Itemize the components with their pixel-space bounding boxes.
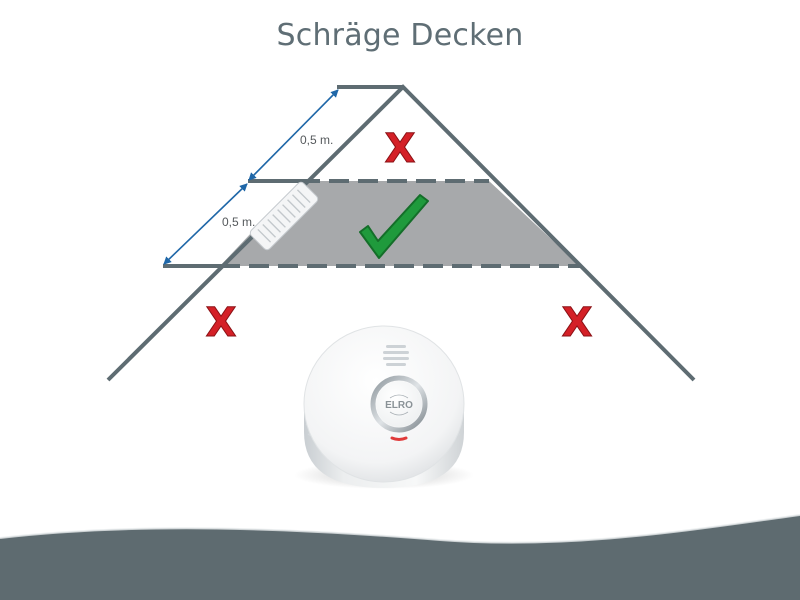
- cross-mark-left: X: [206, 300, 237, 346]
- dimension-label-upper: 0,5 m.: [300, 133, 333, 147]
- dimension-label-lower: 0,5 m.: [222, 215, 255, 229]
- mounted-detector-sideview: [249, 181, 319, 251]
- roof-outline: [106, 84, 696, 382]
- page-title: Schräge Decken: [276, 18, 524, 53]
- bottom-wave-highlight: [0, 514, 800, 544]
- smoke-detector-product: ELRO: [294, 325, 474, 489]
- vent-slots: [383, 345, 409, 366]
- check-icon: [359, 194, 429, 259]
- test-button: [376, 381, 422, 427]
- dimension-arrow-upper: [248, 89, 339, 181]
- status-led: [390, 436, 408, 441]
- brand-logo: ELRO: [385, 400, 413, 411]
- cross-mark-apex: X: [385, 126, 416, 172]
- bottom-wave: [0, 515, 800, 600]
- cross-mark-right: X: [562, 300, 593, 346]
- dimension-arrow-lower: [163, 183, 248, 265]
